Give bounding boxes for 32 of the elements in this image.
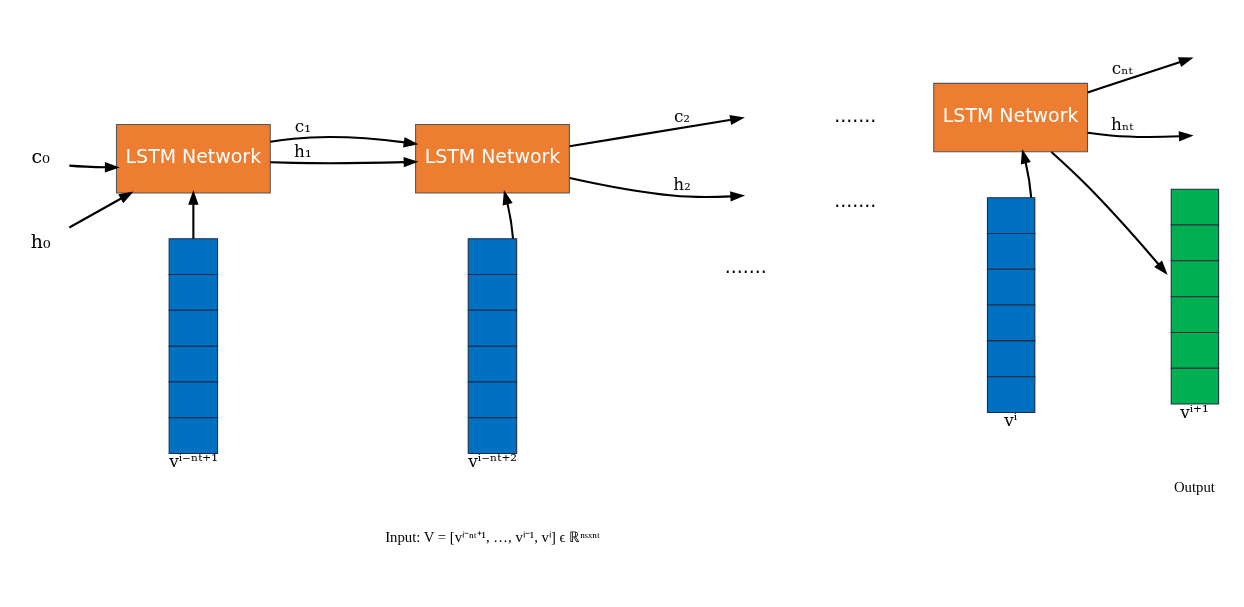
arrow bbox=[68, 191, 134, 229]
arrow bbox=[1020, 148, 1033, 198]
edge-label: c₁ bbox=[294, 116, 311, 137]
arrow bbox=[270, 157, 419, 168]
node-box: LSTM Network bbox=[415, 123, 570, 194]
arrow bbox=[1050, 151, 1168, 276]
node-box: LSTM Network bbox=[933, 82, 1089, 153]
arrow bbox=[569, 176, 746, 202]
arrow bbox=[1087, 131, 1194, 142]
node-text: c₀ bbox=[31, 145, 50, 168]
label: ....... bbox=[834, 188, 877, 211]
arrow bbox=[1087, 57, 1194, 94]
node-label: vⁱ⁺¹ bbox=[1180, 401, 1209, 422]
node-label: vⁱ bbox=[1004, 409, 1018, 430]
node-label: vⁱ⁻ⁿᵗ⁺² bbox=[468, 451, 518, 472]
label: Output bbox=[1173, 479, 1215, 496]
edge-label: h₁ bbox=[294, 141, 312, 162]
arrow bbox=[502, 189, 515, 239]
arrow bbox=[188, 189, 199, 239]
node-text: h₀ bbox=[30, 229, 51, 252]
edge-label: h₂ bbox=[673, 174, 691, 195]
arrow bbox=[69, 162, 120, 173]
node-box: LSTM Network bbox=[115, 123, 271, 194]
node-label: vⁱ⁻ⁿᵗ⁺¹ bbox=[169, 451, 219, 472]
arrow bbox=[270, 135, 419, 148]
label: ....... bbox=[834, 104, 877, 127]
edge-label: hₙₜ bbox=[1111, 114, 1134, 135]
edge-label: cₙₜ bbox=[1111, 58, 1133, 79]
edge-label: c₂ bbox=[673, 105, 691, 126]
arrow bbox=[569, 114, 745, 148]
label: ....... bbox=[724, 254, 767, 277]
label: Input: V = [vⁱ⁻ⁿᵗ⁺¹, …, vⁱ⁻¹, vⁱ] ϵ ℝⁿˢˣⁿᵗ bbox=[385, 528, 600, 545]
